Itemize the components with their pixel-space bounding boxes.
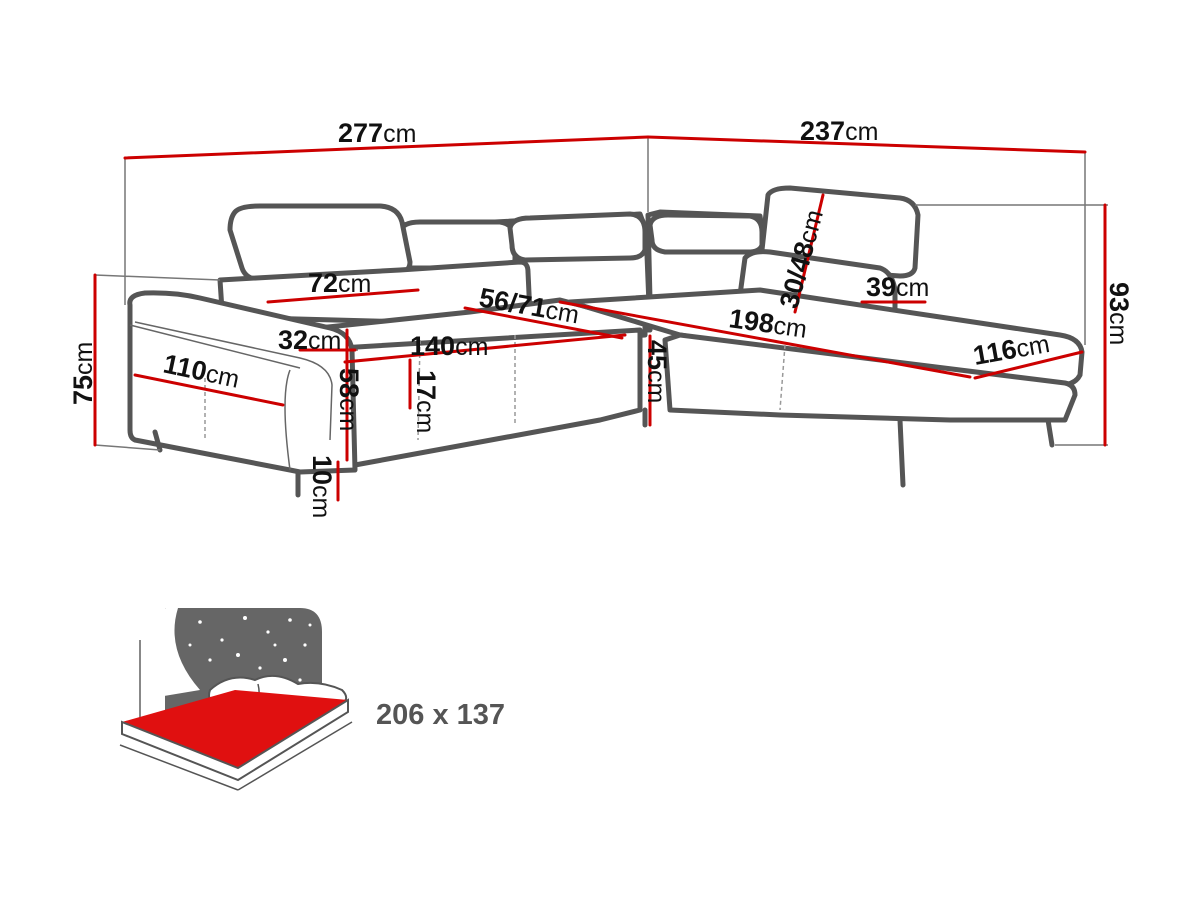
dim-line-277	[123, 135, 650, 160]
dim-line-56-71	[463, 306, 624, 340]
mattress-surface	[122, 690, 348, 768]
label-237: 237cm	[800, 116, 878, 146]
label-75: 75cm	[68, 342, 98, 405]
bed-function-icon	[119, 606, 353, 791]
corner-sofa-drawing	[127, 185, 1085, 498]
label-32: 32cm	[278, 325, 341, 355]
dim-line-72	[266, 288, 420, 304]
label-116: 116cm	[971, 328, 1052, 371]
label-277: 277cm	[338, 118, 416, 148]
label-17: 17cm	[411, 370, 441, 433]
dim-line-116	[973, 350, 1084, 380]
dim-line-198	[558, 300, 972, 379]
label-45: 45cm	[642, 340, 672, 403]
dim-line-110	[133, 373, 285, 407]
label-72: 72cm	[308, 268, 371, 298]
label-140: 140cm	[410, 331, 488, 361]
dim-line-237	[646, 135, 1087, 154]
dimension-lines	[93, 135, 1107, 502]
mattress-side	[121, 698, 349, 782]
moon-shape	[140, 606, 200, 700]
label-93: 93cm	[1104, 282, 1134, 345]
label-10: 10cm	[307, 455, 337, 518]
label-39: 39cm	[866, 272, 929, 302]
dim-line-140	[343, 333, 627, 364]
bed-size-label: 206 x 137	[376, 699, 505, 731]
label-198: 198cm	[727, 303, 809, 344]
label-58: 58cm	[334, 368, 364, 431]
dim-line-30-48	[793, 193, 825, 314]
